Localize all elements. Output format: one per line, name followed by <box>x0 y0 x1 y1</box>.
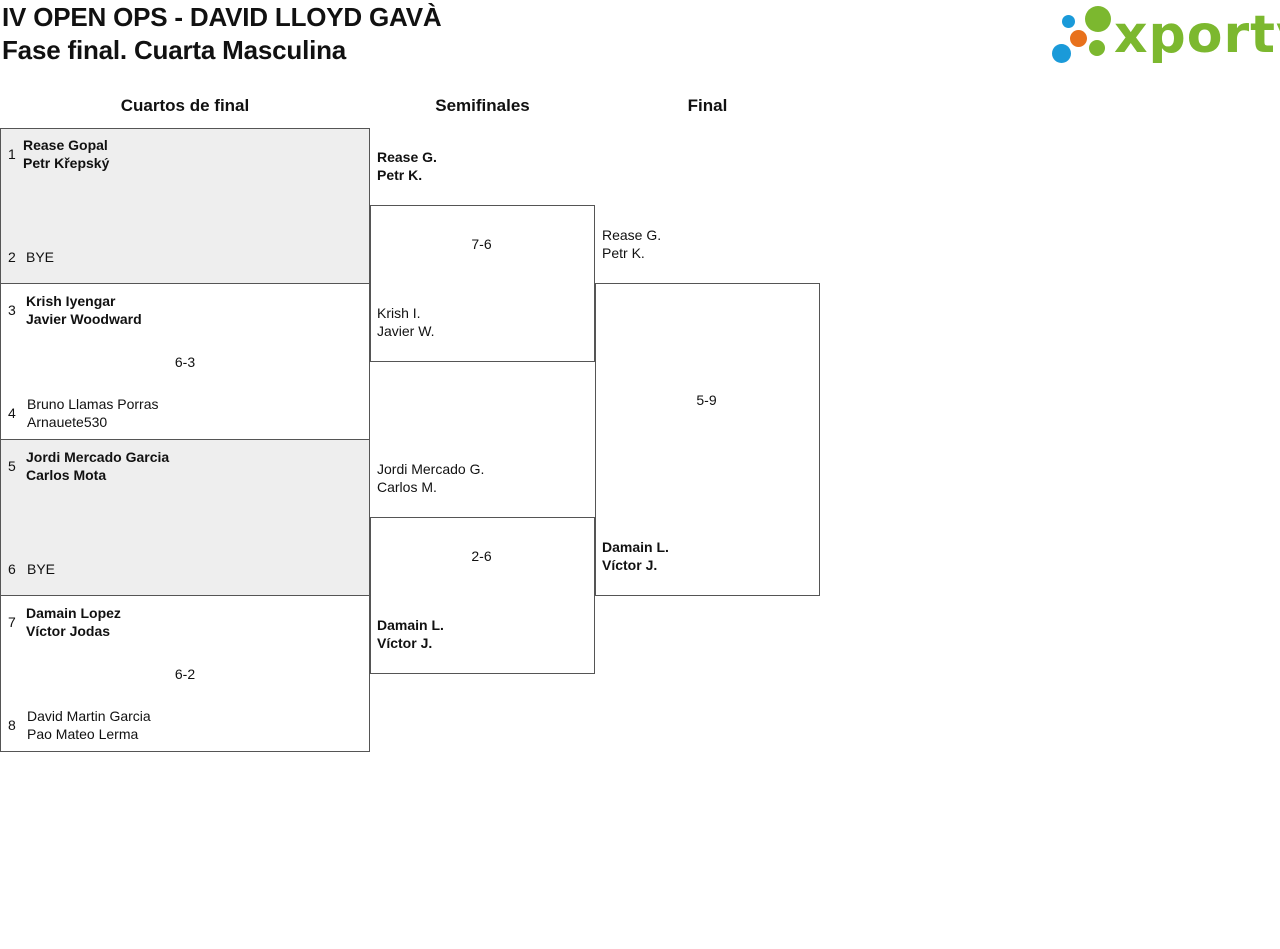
final-connector <box>595 283 820 596</box>
seed-number: 2 <box>8 249 16 265</box>
match-score: 6-2 <box>174 666 196 682</box>
seed-number: 1 <box>8 146 16 162</box>
player-name: Pao Mateo Lerma <box>27 726 139 742</box>
quarterfinal-match-2: 3 Krish Iyengar Javier Woodward 6-3 4 Br… <box>0 283 370 440</box>
player-name: Jordi Mercado G. <box>377 461 485 477</box>
player-name: Petr K. <box>377 167 423 183</box>
player-name: Petr K. <box>602 245 645 261</box>
tournament-title: IV OPEN OPS - DAVID LLOYD GAVÀ <box>2 2 442 32</box>
player-name: David Martin Garcia <box>27 708 151 724</box>
player-name: Rease G. <box>602 227 662 243</box>
seed-number: 7 <box>8 614 16 630</box>
player-name: Javier Woodward <box>26 311 142 327</box>
bye-label: BYE <box>26 249 55 265</box>
semifinal-connector <box>370 517 595 674</box>
player-name: Damain L. <box>377 617 444 633</box>
player-name: Krish I. <box>377 305 421 321</box>
seed-number: 6 <box>8 561 16 577</box>
match-score: 7-6 <box>471 236 492 252</box>
semifinal-match-1: Rease G. Petr K. 7-6 Krish I. Javier W. <box>370 128 595 362</box>
player-name: Damain L. <box>602 539 669 555</box>
semifinal-match-2: Jordi Mercado G. Carlos M. 2-6 Damain L.… <box>370 440 595 674</box>
player-name: Rease Gopal <box>23 137 108 153</box>
seed-number: 8 <box>8 717 16 733</box>
seed-number: 4 <box>8 405 16 421</box>
logo-dot-orange <box>1070 30 1087 47</box>
seed-number: 5 <box>8 458 16 474</box>
seed-number: 3 <box>8 302 16 318</box>
match-score: 6-3 <box>174 354 196 370</box>
player-name: Damain Lopez <box>26 605 121 621</box>
quarterfinal-match-3: 5 Jordi Mercado Garcia Carlos Mota 6 BYE <box>0 439 370 596</box>
player-name: Arnauete530 <box>27 414 108 430</box>
player-name: Víctor Jodas <box>26 623 111 639</box>
player-name: Javier W. <box>377 323 435 339</box>
quarterfinal-match-4: 7 Damain Lopez Víctor Jodas 6-2 8 David … <box>0 595 370 752</box>
logo-dot-green-small <box>1089 40 1105 56</box>
player-name: Bruno Llamas Porras <box>27 396 159 412</box>
quarterfinal-match-1: 1 Rease Gopal Petr Křepský 2 BYE <box>0 128 370 284</box>
tournament-subtitle: Fase final. Cuarta Masculina <box>2 35 347 65</box>
match-score: 5-9 <box>696 392 717 408</box>
final-match: Rease G. Petr K. 5-9 Damain L. Víctor J. <box>595 206 820 596</box>
player-name: Krish Iyengar <box>26 293 116 309</box>
xporty-logo[interactable]: xporty <box>1050 2 1280 68</box>
logo-dot-blue <box>1052 44 1071 63</box>
player-name: Rease G. <box>377 149 437 165</box>
player-name: Carlos M. <box>377 479 437 495</box>
player-name: Jordi Mercado Garcia <box>26 449 170 465</box>
player-name: Víctor J. <box>377 635 433 651</box>
player-name: Carlos Mota <box>26 467 107 483</box>
bye-label: BYE <box>27 561 56 577</box>
logo-dot-green <box>1085 6 1111 32</box>
player-name: Petr Křepský <box>23 155 110 171</box>
player-name: Víctor J. <box>602 557 658 573</box>
round-header-final: Final <box>687 96 728 115</box>
round-header-semifinals: Semifinales <box>435 96 530 115</box>
logo-dot-blue-top <box>1062 15 1075 28</box>
logo-wordmark: xporty <box>1114 5 1280 65</box>
semifinal-connector <box>370 205 595 362</box>
match-score: 2-6 <box>471 548 492 564</box>
round-header-quarterfinals: Cuartos de final <box>120 96 250 115</box>
